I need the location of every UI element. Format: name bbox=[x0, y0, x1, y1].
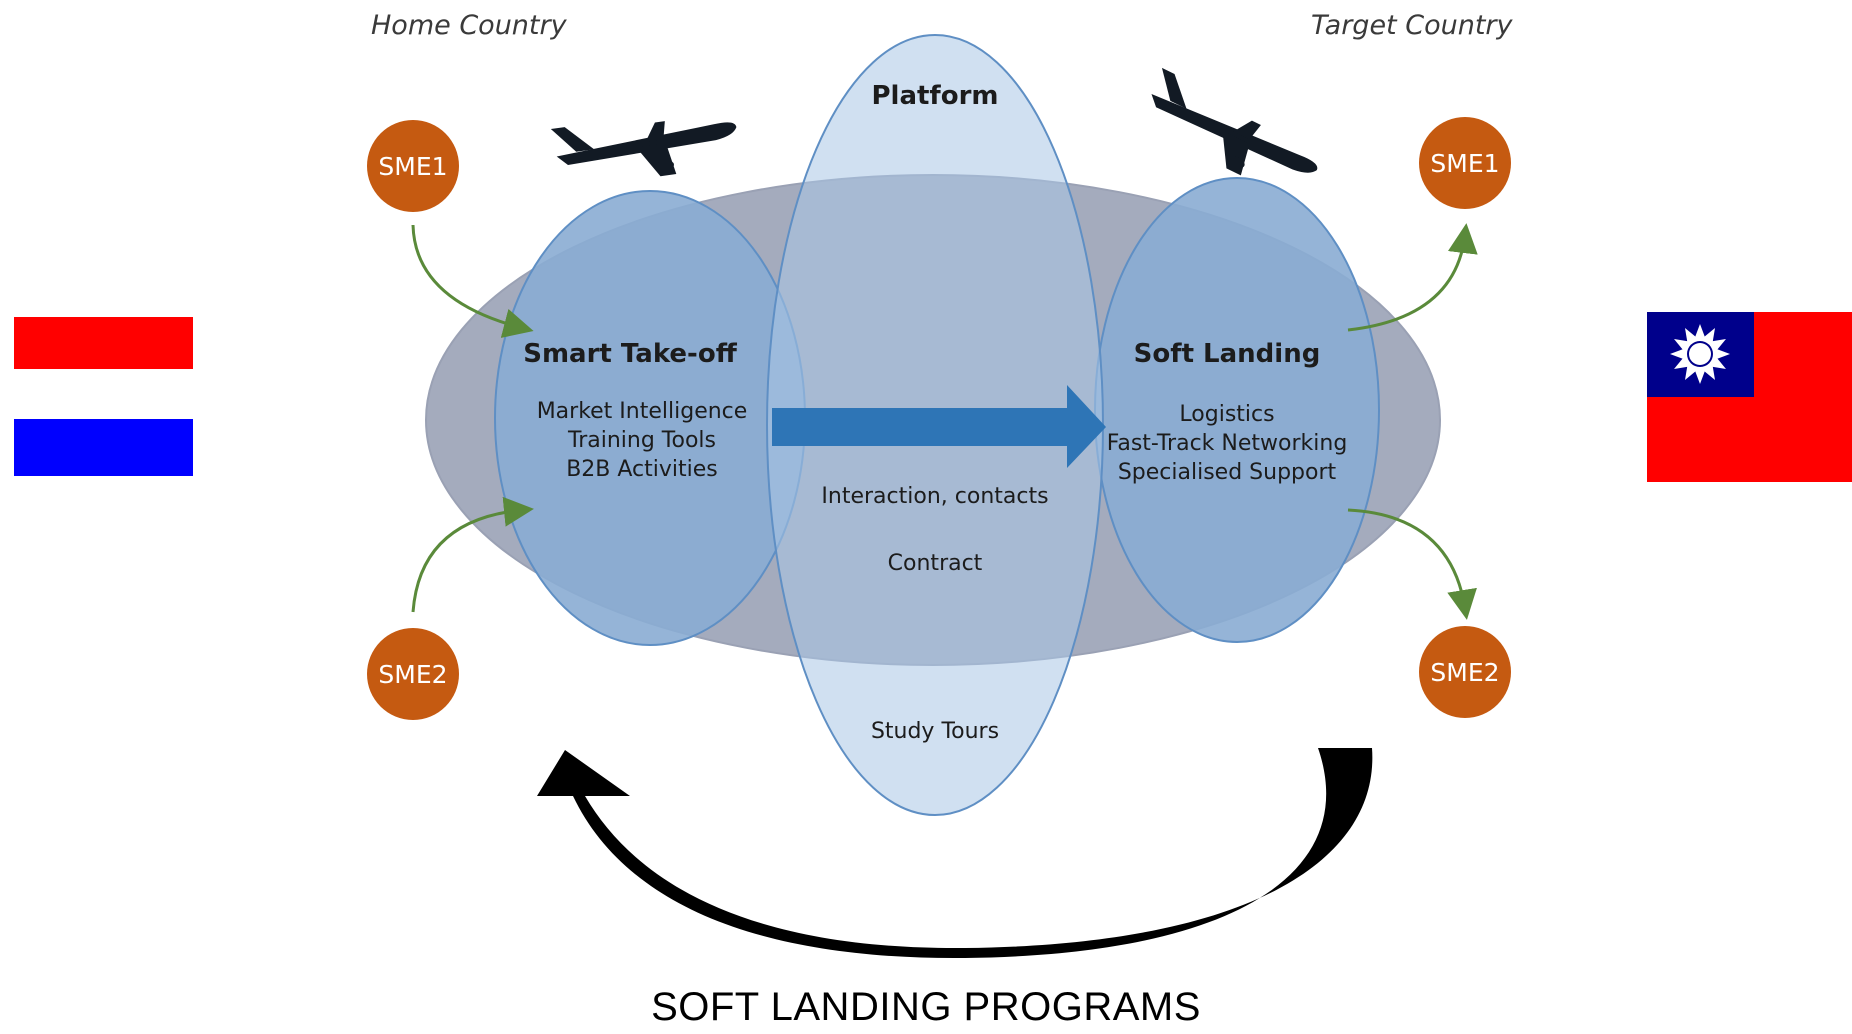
airplane-icon bbox=[550, 103, 742, 191]
platform-item: Study Tours bbox=[871, 719, 999, 744]
soft-landing-item: Fast-Track Networking bbox=[1107, 431, 1348, 456]
platform-heading: Platform bbox=[871, 81, 998, 111]
taiwan-flag bbox=[1647, 312, 1852, 482]
sme2-target-node: SME2 bbox=[1419, 626, 1511, 718]
arrow-sme1-to-takeoff bbox=[411, 224, 534, 338]
sme1-home-node: SME1 bbox=[367, 120, 459, 212]
soft-landing-item: Logistics bbox=[1179, 402, 1274, 427]
soft-landing-item: Specialised Support bbox=[1118, 460, 1337, 485]
svg-text:SME1: SME1 bbox=[1430, 149, 1499, 178]
platform-item: Interaction, contacts bbox=[821, 484, 1048, 509]
platform-item: Contract bbox=[888, 551, 983, 576]
arrow-landing-to-sme1 bbox=[1347, 223, 1478, 332]
sme1-target-node: SME1 bbox=[1419, 117, 1511, 209]
svg-text:SME2: SME2 bbox=[378, 660, 447, 689]
sme2-home-node: SME2 bbox=[367, 628, 459, 720]
smart-takeoff-item: Market Intelligence bbox=[537, 399, 748, 424]
flow-arrow bbox=[772, 385, 1106, 468]
arrow-sme2-to-takeoff bbox=[411, 496, 534, 613]
diagram-title: SOFT LANDING PROGRAMS bbox=[651, 985, 1201, 1029]
arrow-landing-to-sme2 bbox=[1347, 508, 1477, 620]
smart-takeoff-heading: Smart Take-off bbox=[523, 339, 737, 369]
netherlands-flag bbox=[14, 317, 193, 476]
soft-landing-heading: Soft Landing bbox=[1134, 339, 1321, 369]
svg-text:SME2: SME2 bbox=[1430, 658, 1499, 687]
svg-text:SME1: SME1 bbox=[378, 152, 447, 181]
home-country-label: Home Country bbox=[371, 10, 568, 41]
smart-takeoff-item: B2B Activities bbox=[566, 457, 718, 482]
target-country-label: Target Country bbox=[1311, 10, 1514, 41]
smart-takeoff-item: Training Tools bbox=[567, 428, 716, 453]
